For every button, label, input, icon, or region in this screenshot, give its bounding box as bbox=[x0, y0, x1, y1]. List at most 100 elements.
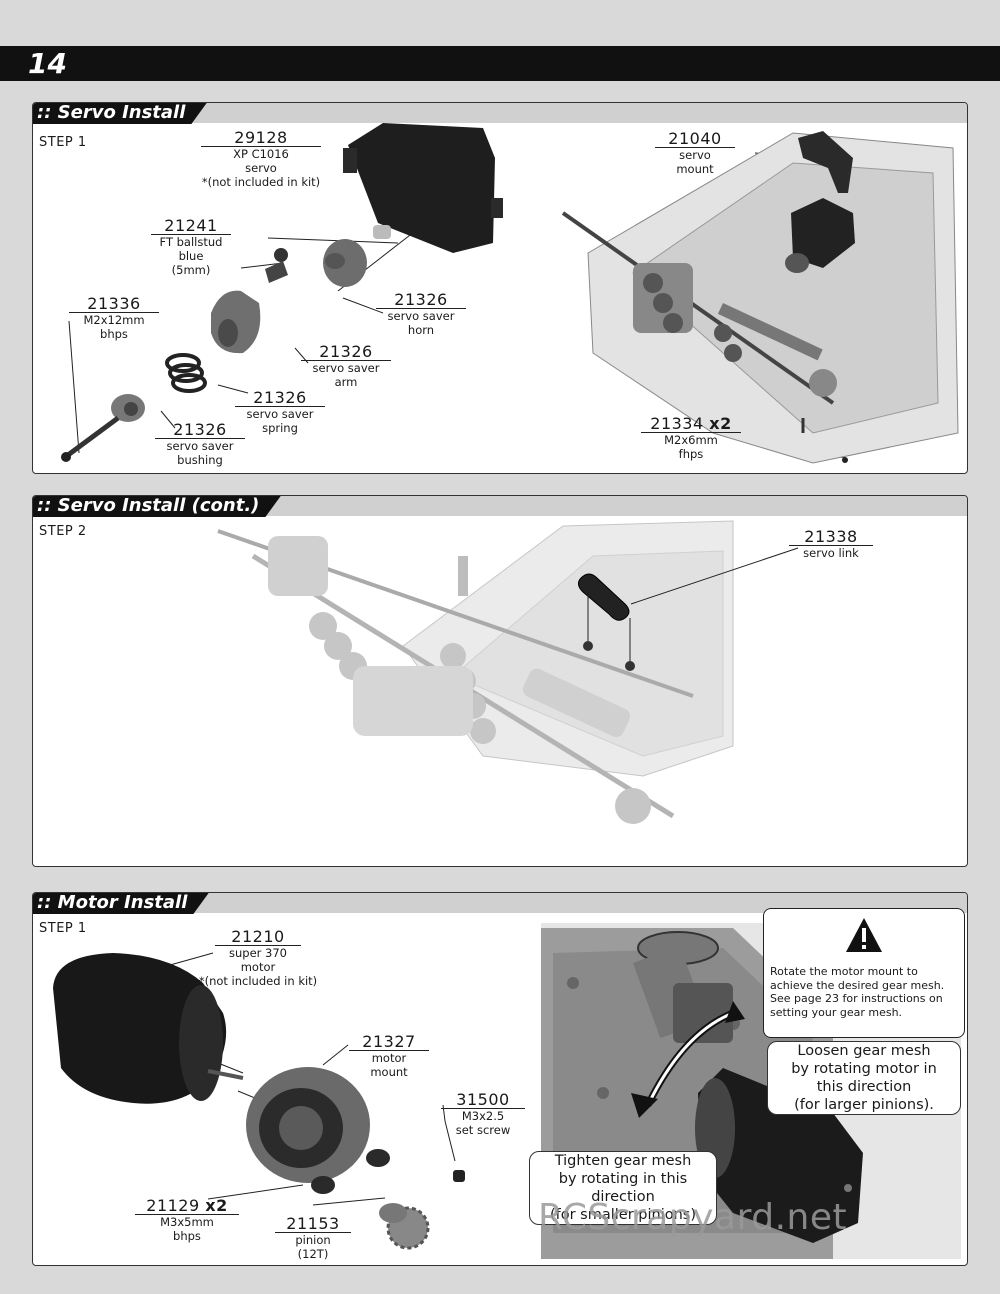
step-label: STEP 1 bbox=[39, 921, 87, 936]
servo-install-panel: :: Servo Install STEP 1 bbox=[32, 102, 968, 474]
note-line: this direction bbox=[816, 1079, 912, 1095]
page-header: 14 bbox=[0, 46, 1000, 81]
note-line: Loosen gear mesh bbox=[797, 1043, 931, 1059]
pinion-part bbox=[379, 1203, 430, 1250]
warning-text: Rotate the motor mount to achieve the de… bbox=[770, 965, 945, 1019]
part-desc: M3x2.5 bbox=[461, 1109, 505, 1123]
part-desc: spring bbox=[262, 421, 298, 435]
chassis-assembly-1 bbox=[561, 131, 959, 464]
part-number: 21210 bbox=[215, 928, 301, 946]
part-number: 21326 bbox=[155, 421, 245, 439]
part-desc: mount bbox=[370, 1065, 408, 1079]
callout-servo-spring: 21326 servo saver spring bbox=[235, 389, 325, 435]
part-desc: arm bbox=[334, 375, 358, 389]
note-line: (for larger pinions). bbox=[794, 1097, 934, 1113]
part-desc: blue bbox=[178, 249, 204, 263]
servo-arm-part bbox=[211, 290, 261, 354]
callout-ballstud: 21241 FT ballstud blue (5mm) bbox=[151, 217, 231, 277]
part-desc: mount bbox=[676, 162, 714, 176]
part-desc: motor bbox=[240, 960, 276, 974]
servo-part bbox=[343, 123, 503, 253]
part-desc: servo saver bbox=[246, 407, 314, 421]
part-desc: super 370 bbox=[229, 946, 287, 960]
part-desc: bhps bbox=[100, 327, 128, 341]
part-number: 21327 bbox=[349, 1033, 429, 1051]
callout-servo-arm: 21326 servo saver arm bbox=[301, 343, 391, 389]
servo-bushing-part bbox=[111, 394, 145, 422]
part-desc: fhps bbox=[678, 447, 704, 461]
part-desc: motor bbox=[371, 1051, 407, 1065]
gear-mesh-warning: Rotate the motor mount to achieve the de… bbox=[763, 908, 965, 1038]
part-desc: (5mm) bbox=[171, 263, 211, 277]
part-desc: (12T) bbox=[297, 1247, 329, 1261]
ballstud-part bbox=[265, 248, 288, 283]
part-desc: set screw bbox=[455, 1123, 511, 1137]
callout-motor-bhps: 21129 x2 M3x5mm bhps bbox=[135, 1197, 239, 1243]
part-desc: bushing bbox=[177, 453, 223, 467]
page-number: 14 bbox=[28, 47, 67, 80]
part-desc: horn bbox=[407, 323, 435, 337]
callout-pinion: 21153 pinion (12T) bbox=[275, 1215, 351, 1261]
part-desc: XP C1016 bbox=[233, 147, 289, 161]
section-title: :: Servo Install bbox=[33, 102, 207, 124]
tighten-gear-mesh-note: Tighten gear mesh by rotating in this di… bbox=[529, 1151, 717, 1225]
servo-exploded-illustration bbox=[61, 123, 959, 464]
part-number: 21326 bbox=[235, 389, 325, 407]
section-title: :: Motor Install bbox=[33, 892, 209, 914]
servo-horn-part bbox=[323, 239, 367, 287]
part-number: 21326 bbox=[376, 291, 466, 309]
part-number: 21326 bbox=[301, 343, 391, 361]
callout-servo-horn: 21326 servo saver horn bbox=[376, 291, 466, 337]
callout-servo: 29128 XP C1016 servo *(not included in k… bbox=[201, 129, 321, 189]
part-number: 21241 bbox=[151, 217, 231, 235]
part-desc: servo saver bbox=[166, 439, 234, 453]
servo-install-cont-panel: :: Servo Install (cont.) STEP 2 bbox=[32, 495, 968, 867]
part-number: 21129 x2 bbox=[135, 1197, 239, 1215]
callout-servo-bushing: 21326 servo saver bushing bbox=[155, 421, 245, 467]
step-label: STEP 2 bbox=[39, 524, 87, 539]
callout-set-screw: 31500 M3x2.5 set screw bbox=[441, 1091, 525, 1137]
part-desc: M2x12mm bbox=[83, 313, 145, 327]
part-desc: FT ballstud bbox=[159, 235, 223, 249]
part-desc: servo saver bbox=[387, 309, 455, 323]
part-desc: servo saver bbox=[312, 361, 380, 375]
part-desc: servo bbox=[679, 148, 711, 162]
part-number: 31500 bbox=[441, 1091, 525, 1109]
step-label: STEP 1 bbox=[39, 135, 87, 150]
motor-bhps-screws bbox=[311, 1149, 390, 1194]
part-desc: bhps bbox=[173, 1229, 201, 1243]
loosen-gear-mesh-note: Loosen gear mesh by rotating motor in th… bbox=[767, 1041, 961, 1115]
callout-servo-mount: 21040 servo mount bbox=[655, 130, 735, 176]
warning-icon bbox=[846, 918, 882, 952]
servo-link-part bbox=[577, 573, 635, 671]
motor-mount-part bbox=[246, 1067, 370, 1183]
callout-motor: 21210 super 370 motor *(not included in … bbox=[193, 928, 323, 988]
panel-title-bar: :: Servo Install (cont.) bbox=[33, 496, 967, 516]
panel-title-bar: :: Motor Install bbox=[33, 893, 967, 913]
part-number: 21338 bbox=[789, 528, 873, 546]
note-line: by rotating in this bbox=[558, 1171, 688, 1187]
part-desc: pinion bbox=[295, 1233, 331, 1247]
servo-link-illustration bbox=[217, 520, 799, 824]
panel-title-bar: :: Servo Install bbox=[33, 103, 967, 123]
part-desc: *(not included in kit) bbox=[201, 175, 321, 189]
bhps-screw-part bbox=[61, 415, 120, 462]
set-screw-part bbox=[453, 1170, 465, 1182]
callout-fhps-screw: 21334 x2 M2x6mm fhps bbox=[641, 415, 741, 461]
part-desc: servo bbox=[245, 161, 277, 175]
callout-bhps-screw: 21336 M2x12mm bhps bbox=[69, 295, 159, 341]
chassis-assembly-2 bbox=[217, 520, 734, 824]
note-line: Tighten gear mesh bbox=[554, 1153, 692, 1169]
watermark: RCScrapyard.net bbox=[538, 1197, 848, 1238]
part-number: 29128 bbox=[201, 129, 321, 147]
part-desc: *(not included in kit) bbox=[198, 974, 318, 988]
part-number: 21334 x2 bbox=[641, 415, 741, 433]
part-number: 21336 bbox=[69, 295, 159, 313]
motor-part bbox=[53, 953, 244, 1104]
part-number: 21040 bbox=[655, 130, 735, 148]
motor-install-panel: :: Motor Install STEP 1 bbox=[32, 892, 968, 1266]
note-line: direction bbox=[591, 1189, 655, 1205]
section-title: :: Servo Install (cont.) bbox=[33, 495, 281, 517]
note-line: (for smaller pinions) bbox=[549, 1207, 697, 1223]
servo-spring-part bbox=[165, 353, 207, 393]
